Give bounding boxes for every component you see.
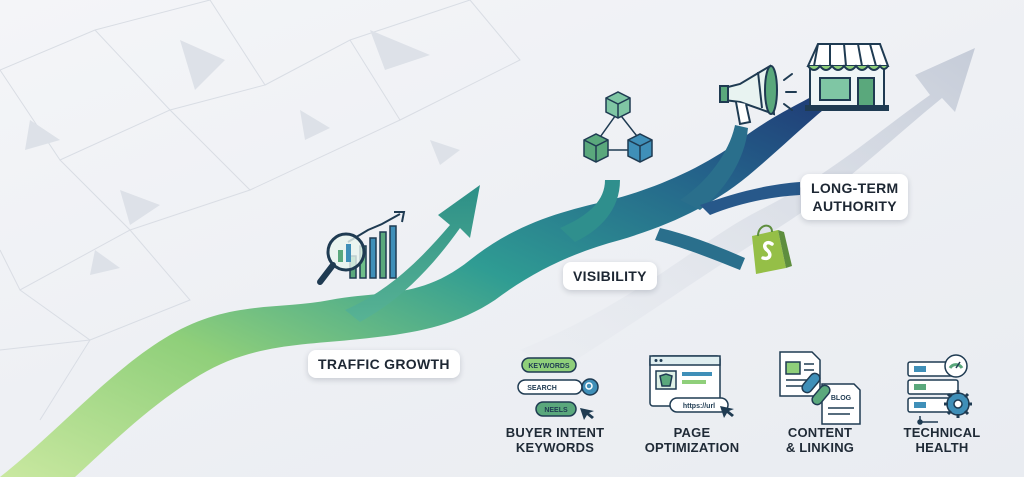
feature-line1: PAGE — [673, 425, 711, 440]
long-term-line1: LONG-TERM — [811, 180, 899, 196]
storefront-icon — [805, 43, 890, 111]
feature-label-technical-health: TECHNICAL HEALTH — [882, 425, 1002, 455]
feature-line2: OPTIMIZATION — [644, 440, 740, 455]
growth-trunk — [0, 80, 842, 477]
feature-label-content-linking: CONTENT & LINKING — [760, 425, 880, 455]
background-triangles — [25, 30, 460, 275]
background-polygon-lines — [0, 0, 521, 421]
background-arrow — [520, 48, 975, 370]
megaphone-icon — [719, 64, 797, 126]
mini-blog-text: BLOG — [831, 395, 852, 402]
magnifier-chart-icon — [317, 211, 406, 285]
feature-line1: CONTENT — [787, 425, 853, 440]
feature-line2: HEALTH — [915, 440, 969, 455]
growth-branch-teal — [560, 180, 620, 242]
visibility-label: VISIBILITY — [563, 262, 657, 290]
feature-line2: KEYWORDS — [515, 440, 595, 455]
long-term-line2: AUTHORITY — [812, 198, 897, 214]
growth-branch-megaphone — [680, 125, 748, 210]
mini-search-text: SEARCH — [527, 385, 557, 392]
cube-network-icon — [583, 91, 653, 163]
browser-page-icon: https://url — [649, 355, 734, 418]
feature-line1: BUYER INTENT — [505, 425, 605, 440]
traffic-growth-label: TRAFFIC GROWTH — [308, 350, 460, 378]
growth-branch-authority — [700, 182, 800, 215]
growth-branch-shopify — [655, 228, 745, 270]
feature-label-buyer-intent-keywords: BUYER INTENT KEYWORDS — [495, 425, 615, 455]
feature-label-page-optimization: PAGE OPTIMIZATION — [632, 425, 752, 455]
feature-line1: TECHNICAL — [903, 425, 981, 440]
growth-branch-green — [345, 185, 480, 322]
shopify-bag-icon — [752, 224, 792, 274]
keyword-search-icon: KEYWORDS SEARCH NEELS — [517, 357, 599, 420]
feature-line2: & LINKING — [785, 440, 855, 455]
long-term-authority-label: LONG-TERM AUTHORITY — [801, 174, 909, 220]
document-link-icon: BLOG — [779, 351, 861, 425]
mini-neels-text: NEELS — [544, 407, 568, 414]
mini-url-text: https://url — [683, 403, 715, 410]
mini-keywords-text: KEYWORDS — [528, 363, 570, 370]
server-gear-icon — [907, 354, 972, 425]
